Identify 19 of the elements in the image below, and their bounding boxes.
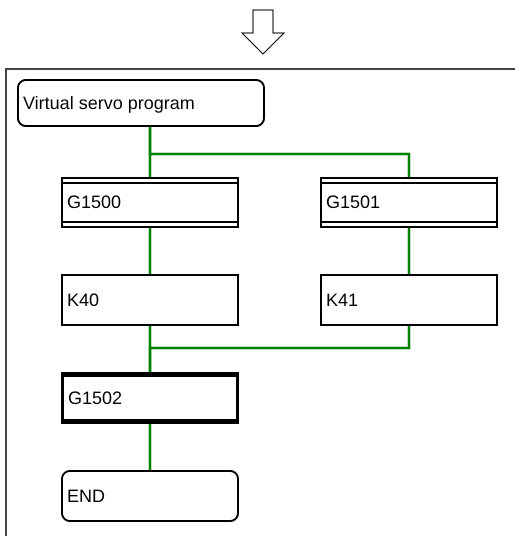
connector-line <box>148 127 410 177</box>
step-box <box>320 274 498 326</box>
step-label: G1500 <box>67 192 122 213</box>
step-label: Virtual servo program <box>23 92 195 114</box>
step-label: END <box>67 486 106 506</box>
step-box <box>61 177 239 228</box>
terminal-box <box>61 470 239 522</box>
step-box <box>320 177 498 228</box>
connector-line <box>148 228 152 274</box>
connector-line <box>148 326 410 372</box>
step-label: K40 <box>67 290 100 310</box>
step-box <box>61 274 239 326</box>
step-box <box>61 372 239 424</box>
step-label: K41 <box>326 290 358 310</box>
connector-line <box>148 424 152 470</box>
connector-line <box>408 228 410 274</box>
step-label: G1501 <box>326 192 380 213</box>
step-label: G1502 <box>68 388 122 408</box>
terminal-box <box>17 79 265 127</box>
